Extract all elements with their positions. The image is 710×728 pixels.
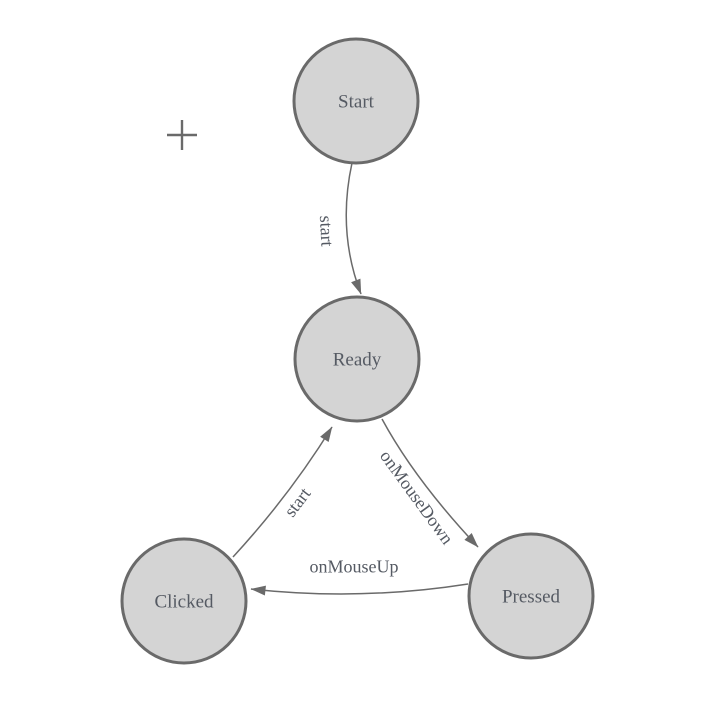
node-ready-circle[interactable] [293,295,421,423]
node-start[interactable]: Start [292,37,420,165]
node-ready-label: Ready [333,350,382,371]
node-clicked[interactable]: Clicked [120,537,248,665]
node-pressed[interactable]: Pressed [467,532,595,660]
node-ready[interactable]: Ready [293,295,421,423]
crosshair-cursor-icon [167,120,197,150]
edge-clicked-to-ready-label: start [280,484,315,521]
node-clicked-label: Clicked [154,592,214,613]
node-pressed-label: Pressed [502,587,561,608]
node-start-circle[interactable] [292,37,420,165]
edge-start-to-ready[interactable] [345,162,362,295]
edge-ready-to-pressed[interactable] [381,418,479,548]
edge-pressed-to-clicked[interactable] [250,583,469,596]
edge-start-to-ready-label: start [316,215,338,247]
node-clicked-circle[interactable] [120,537,248,665]
node-pressed-circle[interactable] [467,532,595,660]
node-start-label: Start [338,92,375,113]
edge-clicked-to-ready[interactable] [232,426,333,558]
edge-pressed-to-clicked-label: onMouseUp [310,556,399,576]
nodes-layer: Start Ready Clicked Pressed [120,37,595,665]
edge-ready-to-pressed-label: onMouseDown [376,446,457,548]
